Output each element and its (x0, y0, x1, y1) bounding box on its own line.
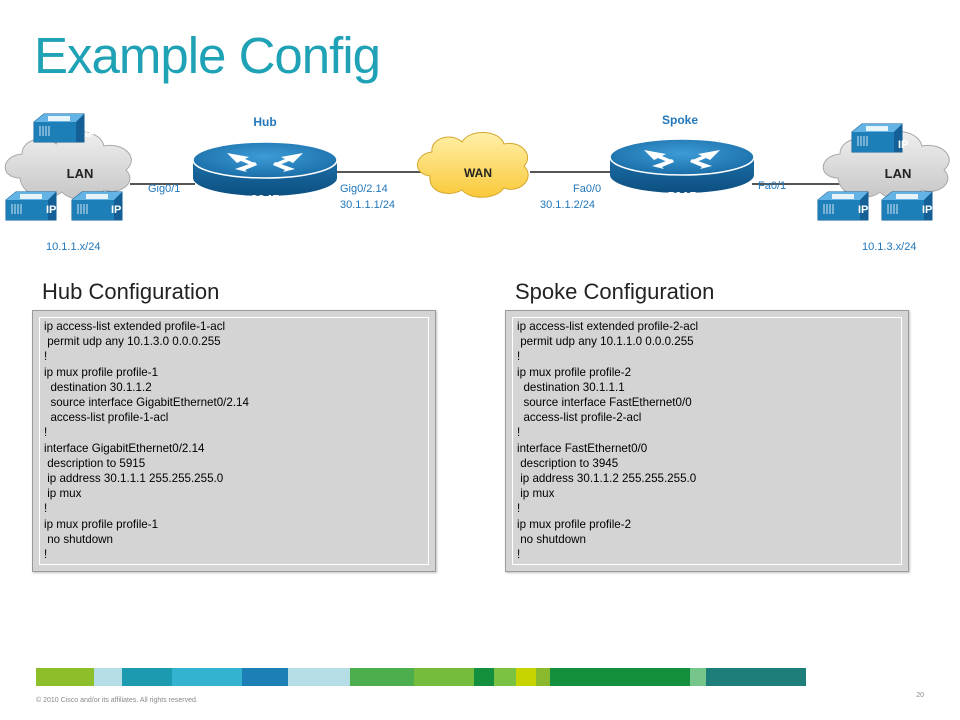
spoke-config-title: Spoke Configuration (515, 279, 715, 304)
stripe-segment (94, 668, 122, 686)
config-line: ip mux profile profile-1 (44, 365, 159, 379)
hub-config-lines: ip access-list extended profile-1-acl pe… (39, 317, 429, 565)
hub-config-box: ip access-list extended profile-1-acl pe… (32, 310, 436, 572)
spoke-right-interface: Fa0/1 (758, 180, 786, 192)
phone-ip-label: IP (85, 128, 95, 140)
phone-icon (33, 113, 85, 143)
config-line: ! (44, 548, 48, 562)
stripe-segment (414, 668, 474, 686)
hub-router-model: 3945 (251, 192, 280, 207)
spoke-left-interface: Fa0/0 (573, 183, 601, 195)
config-line: interface GigabitEthernet0/2.14 (44, 441, 205, 455)
config-line: ip access-list extended profile-1-acl (44, 320, 226, 333)
spoke-wan-ip: 30.1.1.2/24 (540, 199, 595, 211)
config-line: ip mux profile profile-1 (44, 517, 159, 531)
hub-router-icon (192, 141, 338, 197)
wan-label: WAN (464, 166, 492, 180)
stripe-segment (242, 668, 288, 686)
phone-ip-label: IP (111, 204, 121, 216)
hub-config-title: Hub Configuration (42, 279, 220, 304)
config-line: description to 3945 (517, 456, 619, 470)
config-line: access-list profile-1-acl (44, 411, 169, 425)
stripe-segment (350, 668, 414, 686)
left-subnet: 10.1.1.x/24 (46, 241, 100, 253)
config-line: ! (517, 502, 521, 516)
wan-cloud (417, 132, 529, 198)
config-line: ! (44, 350, 48, 364)
page-title: Example Config (34, 27, 381, 84)
stripe-segment (550, 668, 690, 686)
config-line: interface FastEthernet0/0 (517, 441, 648, 455)
spoke-label: Spoke (662, 113, 698, 127)
copyright-footer: © 2010 Cisco and/or its affiliates. All … (36, 697, 198, 704)
config-line: ip mux (44, 487, 82, 501)
config-line: ! (517, 426, 521, 440)
left-lan-cloud (4, 131, 132, 200)
config-line: description to 5915 (44, 456, 146, 470)
config-line: ! (517, 548, 521, 562)
config-line: permit udp any 10.1.3.0 0.0.0.255 (44, 335, 221, 349)
stripe-segment (516, 668, 536, 686)
config-line: destination 30.1.1.2 (44, 380, 152, 394)
config-line: ip access-list extended profile-2-acl (517, 320, 699, 333)
config-line: ! (44, 502, 48, 516)
stripe-segment (536, 668, 550, 686)
spoke-config-box: ip access-list extended profile-2-acl pe… (505, 310, 909, 572)
config-line: no shutdown (44, 532, 113, 546)
stripe-segment (706, 668, 806, 686)
config-line: ip mux (517, 487, 555, 501)
spoke-config-lines: ip access-list extended profile-2-acl pe… (512, 317, 902, 565)
config-line: destination 30.1.1.1 (517, 380, 625, 394)
phone-ip-label: IP (898, 139, 908, 151)
phone-ip-label: IP (858, 204, 868, 216)
stripe-segment (690, 668, 706, 686)
right-subnet: 10.1.3.x/24 (862, 241, 916, 253)
stripe-segment (494, 668, 516, 686)
phone-icon (851, 123, 903, 153)
network-diagram: LAN IP IP IP LAN IP IP IP Hub 3945 WAN S… (4, 113, 950, 253)
config-line: ip address 30.1.1.2 255.255.255.0 (517, 472, 697, 486)
spoke-router-model: 5915 (668, 189, 697, 204)
hub-wan-ip: 30.1.1.1/24 (340, 199, 395, 211)
config-line: no shutdown (517, 532, 586, 546)
phone-ip-label: IP (922, 204, 932, 216)
left-lan-label: LAN (67, 166, 94, 181)
right-lan-label: LAN (885, 166, 912, 181)
config-line: ! (517, 350, 521, 364)
config-line: ip address 30.1.1.1 255.255.255.0 (44, 472, 224, 486)
spoke-router-icon (609, 138, 755, 194)
phone-ip-label: IP (46, 204, 56, 216)
hub-left-interface: Gig0/1 (148, 183, 180, 195)
hub-right-interface: Gig0/2.14 (340, 183, 388, 195)
config-line: ip mux profile profile-2 (517, 517, 632, 531)
stripe-segment (172, 668, 242, 686)
config-line: permit udp any 10.1.1.0 0.0.0.255 (517, 335, 694, 349)
stripe-segment (122, 668, 172, 686)
config-line: source interface GigabitEthernet0/2.14 (44, 396, 249, 410)
config-line: ip mux profile profile-2 (517, 365, 632, 379)
config-line: source interface FastEthernet0/0 (517, 396, 692, 410)
page-number: 20 (916, 692, 924, 699)
config-line: ! (44, 426, 48, 440)
stripe-segment (288, 668, 350, 686)
hub-label: Hub (253, 115, 276, 129)
stripe-segment (474, 668, 494, 686)
stripe-segment (36, 668, 94, 686)
config-line: access-list profile-2-acl (517, 411, 642, 425)
